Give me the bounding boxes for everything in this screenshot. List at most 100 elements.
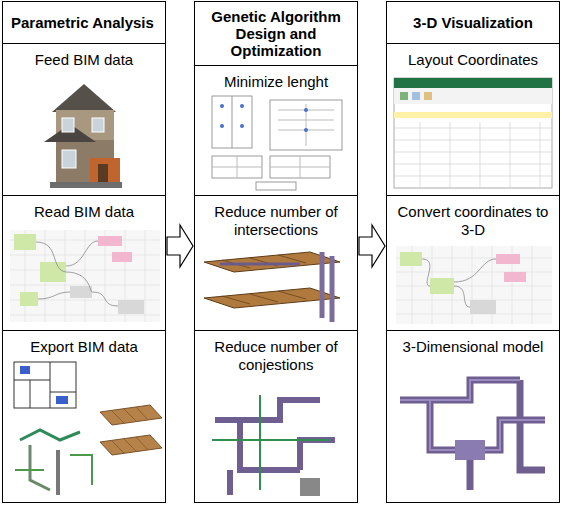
column-panel: Genetic Algorithm Design and Optimizatio… [194,1,358,503]
conversion-graph-part [396,246,552,324]
export-plans-part [15,455,92,485]
spreadsheet-screenshot [394,78,552,188]
export-plans-part [20,430,80,440]
step-box: Layout Coordinates [387,43,559,195]
dynamo-graph-part [14,234,36,250]
dynamo-graph-part [10,230,160,322]
length-sketch-part [240,104,244,108]
house-render-part [62,118,74,132]
pipe-model [400,380,545,490]
length-sketch-part [278,104,334,146]
spreadsheet-screenshot-part [400,92,408,100]
pipe-decks [204,252,340,322]
pipe-model-part [400,380,545,490]
step-box: Minimize lenght [195,65,357,195]
step-label: Feed BIM data [3,44,165,76]
block-arrow [167,225,193,267]
dynamo-graph-part [112,252,132,262]
step-box: 3-Dimensional model [387,330,559,502]
step-box: Reduce number of conjestions [195,330,357,502]
house-render-part [52,84,116,112]
spreadsheet-screenshot-part [394,78,552,88]
step-label: Minimize lenght [195,66,357,98]
length-sketch-part [256,182,296,190]
spreadsheet-screenshot-part [424,92,432,100]
block-arrow [359,225,385,267]
step-box: Export BIM data [3,330,165,502]
conversion-graph-part [396,246,552,324]
house-render-part [90,158,120,184]
step-label: Reduce number of conjestions [195,331,357,381]
length-sketch-part [304,128,308,132]
house-render-part [98,164,108,184]
dynamo-graph-part [70,286,92,298]
length-sketch-part [220,104,224,108]
house-render-part [92,118,104,132]
length-sketch-part [232,96,233,148]
conversion-graph-part [504,272,526,282]
length-sketch [212,96,342,190]
spreadsheet-screenshot-part [394,88,552,104]
pipe-model-part [400,380,545,450]
column-heading: Genetic Algorithm Design and Optimizatio… [195,2,357,59]
dynamo-graph-part [40,262,66,282]
spreadsheet-screenshot-part [394,112,552,118]
export-plans-part [112,407,148,453]
export-plans [14,362,162,495]
pipe-model-part [455,440,485,460]
step-box: Convert coordinates to 3-D [387,195,559,330]
house-render [44,84,122,188]
dynamo-graph-part [36,241,118,306]
export-plans-part [100,435,162,455]
column-panel: 3-D VisualizationLayout CoordinatesConve… [386,1,560,503]
step-label: Read BIM data [3,196,165,228]
export-plans-part [20,366,30,374]
step-box: Read BIM data [3,195,165,330]
house-render-part [50,182,122,188]
house-render-part [56,110,114,184]
conversion-graph-part [400,252,422,266]
pipe-decks-part [222,255,306,304]
column-heading: Parametric Analysis [3,2,165,31]
column-heading: 3-D Visualization [387,2,559,31]
length-sketch-part [220,124,224,128]
length-sketch-part [304,108,308,112]
step-label: 3-Dimensional model [387,331,559,363]
export-plans-part [100,405,162,425]
step-label: Layout Coordinates [387,44,559,76]
step-box: Reduce number of intersections [195,195,357,330]
dynamo-graph-part [20,292,38,306]
export-plans-part [56,450,60,495]
congested-pipes-part [215,400,335,495]
spreadsheet-screenshot-part [394,122,552,188]
export-plans-part [14,362,76,408]
spreadsheet-screenshot-part [412,92,420,100]
step-label: Export BIM data [3,331,165,363]
step-label: Reduce number of intersections [195,196,357,246]
export-plans-part [14,362,76,408]
conversion-graph [396,246,552,324]
pipe-decks-part [322,252,332,322]
dynamo-graph-part [118,300,144,314]
length-sketch-part [240,124,244,128]
export-plans-part [30,445,50,490]
congested-pipes-part [300,478,320,496]
step-label: Convert coordinates to 3-D [387,196,559,246]
length-sketch-part [270,100,342,150]
conversion-graph-part [422,259,496,307]
house-render-part [62,150,76,168]
dynamo-graph-part [10,230,160,322]
dynamo-graph [10,230,160,322]
length-sketch-part [212,96,252,148]
conversion-graph-part [470,300,496,314]
congested-pipes-part [212,395,330,490]
column-panel: Parametric AnalysisFeed BIM dataRead BIM… [2,1,166,503]
step-box: Feed BIM data [3,43,165,195]
pipe-decks-part [220,263,300,266]
spreadsheet-screenshot-part [394,78,552,188]
conversion-graph-part [496,254,520,264]
congested-pipes [212,395,335,496]
conversion-graph-part [430,278,454,294]
dynamo-graph-part [98,236,122,246]
